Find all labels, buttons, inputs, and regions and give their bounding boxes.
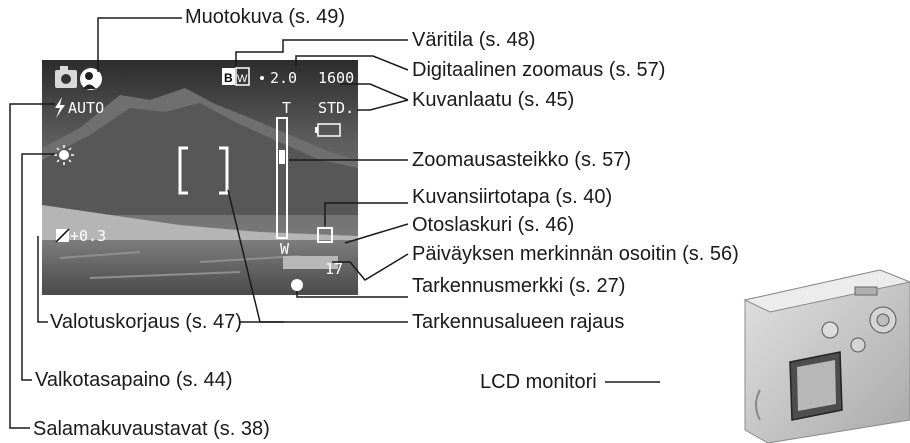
zoom-tele-label: T: [282, 99, 291, 117]
label-frame-counter: Otoslaskuri (s. 46): [412, 214, 575, 236]
label-drive-mode: Kuvansiirtotapa (s. 40): [412, 186, 613, 208]
white-balance-icon: [54, 145, 74, 165]
date-imprint-bar: [283, 256, 338, 269]
label-flash-modes: Salamakuvaustavat (s. 38): [33, 418, 270, 440]
exposure-comp-icon: [55, 228, 70, 243]
quality-value: STD.: [318, 99, 354, 117]
flash-icon: [55, 97, 65, 118]
label-focus-signal: Tarkennusmerkki (s. 27): [412, 275, 626, 297]
camera-mode-icon: [55, 66, 77, 88]
focus-frame: [178, 146, 229, 195]
leader-lines: [9, 17, 660, 429]
exposure-comp-value: +0.3: [70, 227, 106, 245]
label-focus-frame: Tarkennusalueen rajaus: [412, 311, 625, 333]
label-white-balance: Valkotasapaino (s. 44): [35, 369, 233, 391]
label-portrait-mode: Muotokuva (s. 49): [185, 6, 346, 28]
zoom-wide-label: W: [280, 240, 290, 258]
battery-icon: [315, 123, 341, 137]
label-digital-zoom: Digitaalinen zoomaus (s. 57): [412, 59, 666, 81]
flash-mode-value: AUTO: [68, 99, 104, 117]
label-color-mode: Väritila (s. 48): [412, 29, 536, 51]
color-mode-icon: B W: [222, 67, 250, 86]
drive-mode-icon: [317, 227, 333, 243]
label-exposure-comp: Valotuskorjaus (s. 47): [50, 311, 242, 333]
svg-text:W: W: [237, 73, 248, 85]
focus-signal-icon: [291, 279, 303, 291]
resolution-value: 1600: [318, 69, 354, 87]
lcd-screen: [42, 60, 358, 295]
label-lcd-monitor: LCD monitori: [480, 371, 597, 393]
svg-text:B: B: [224, 71, 233, 85]
label-zoom-scale: Zoomausasteikko (s. 57): [412, 149, 631, 171]
zoom-scale: [276, 117, 288, 239]
label-image-quality: Kuvanlaatu (s. 45): [412, 89, 575, 111]
digital-zoom-value: 2.0: [270, 69, 297, 87]
label-date-imprint: Päiväyksen merkinnän osoitin (s. 56): [412, 243, 739, 265]
digital-zoom-dot: [260, 76, 264, 80]
frame-counter: 17: [325, 260, 343, 278]
portrait-icon: [80, 68, 102, 90]
camera-illustration: [743, 269, 910, 443]
